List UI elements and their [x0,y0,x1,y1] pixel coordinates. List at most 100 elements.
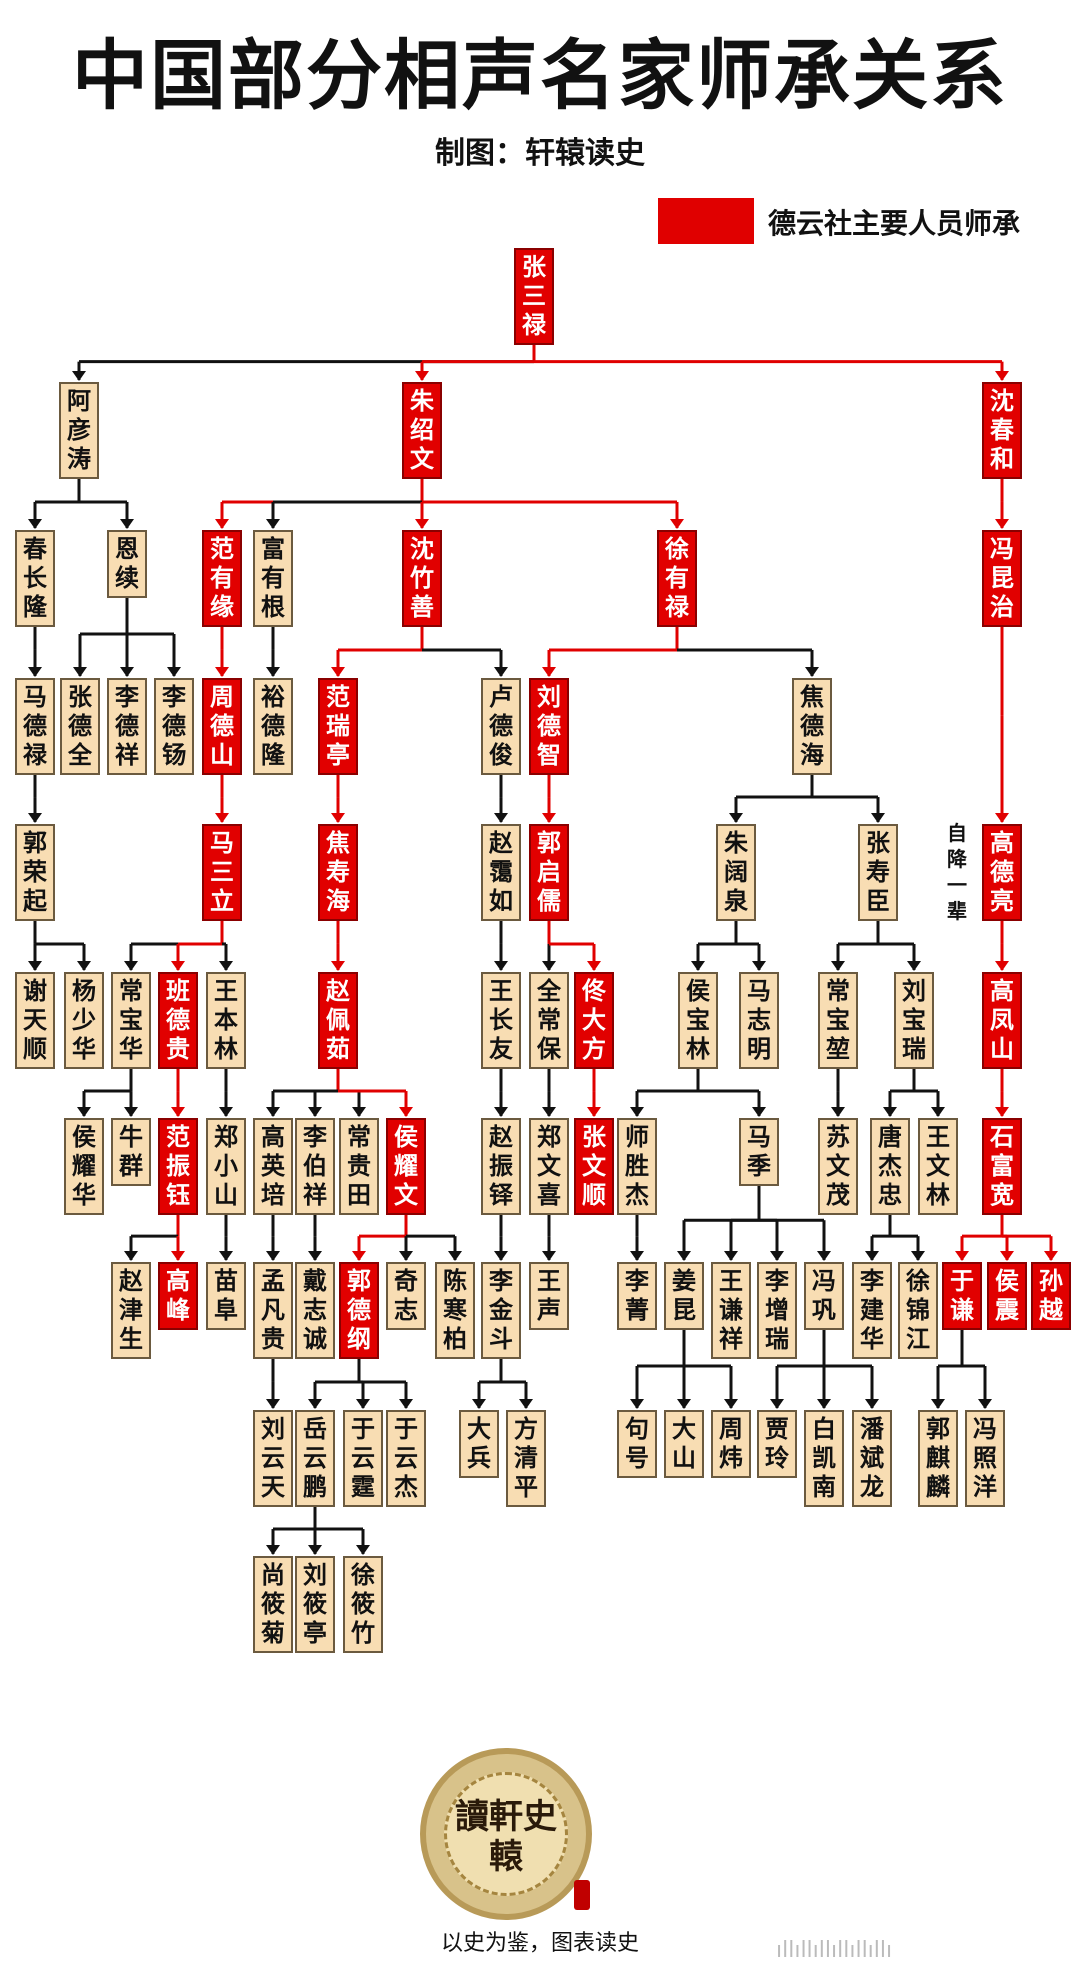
node-sunyue: 孙越 [1031,1262,1071,1330]
node-jiaodehai: 焦德海 [792,678,832,775]
arrowhead [399,1107,413,1117]
arrowhead [817,1251,831,1261]
node-zhengwenxi: 郑文喜 [529,1118,569,1215]
arrowhead [171,1251,185,1261]
node-mengfangui: 孟凡贵 [253,1262,293,1359]
node-label: 冯照洋 [973,1415,997,1501]
node-label: 李增瑞 [765,1267,789,1353]
arrowhead [724,1399,738,1409]
node-label: 周炜 [719,1415,743,1472]
arrowhead [871,813,885,823]
arrowhead [770,1399,784,1409]
node-label: 王文林 [926,1123,950,1209]
node-guoqilin: 郭麒麟 [918,1410,958,1507]
arrowhead [124,1251,138,1261]
node-label: 佟大方 [582,977,606,1063]
node-label: 王本林 [214,977,238,1063]
arrowhead [448,1251,462,1261]
node-label: 孟凡贵 [261,1267,285,1353]
node-niuqun: 牛群 [111,1118,151,1186]
node-label: 刘宝瑞 [902,977,926,1063]
node-label: 冯巩 [812,1267,836,1324]
node-liudezhi: 刘德智 [529,678,569,775]
node-wangqianxiang: 王谦祥 [711,1262,751,1359]
node-lizengrui: 李增瑞 [757,1262,797,1359]
chart-subtitle: 制图：轩辕读史 [435,136,645,171]
node-yuyunting: 于云霆 [343,1410,383,1507]
arrowhead [77,961,91,971]
arrowhead [356,1545,370,1555]
arrowhead [171,1107,185,1117]
node-label: 大兵 [467,1415,491,1472]
arrowhead [587,1107,601,1117]
node-label: 刘筱亭 [303,1561,327,1647]
node-wangchangyou: 王长友 [481,972,521,1069]
arrowhead [865,1251,879,1261]
arrowhead [215,813,229,823]
arrowhead [399,1251,413,1261]
node-fangqingping: 方清平 [506,1410,546,1507]
node-zhangshouchen: 张寿臣 [858,824,898,921]
node-label: 张寿臣 [866,829,890,915]
node-dabing: 大兵 [459,1410,499,1478]
node-houyaowen: 侯耀文 [386,1118,426,1215]
slogan: 以史为鉴，图表读史 [440,1931,639,1956]
arrowhead [28,667,42,677]
node-label: 潘斌龙 [860,1415,884,1501]
node-label: 高德亮 [990,829,1014,915]
node-label: 高峰 [166,1267,190,1324]
arrowhead [356,1399,370,1409]
node-wangsheng: 王声 [529,1262,569,1330]
node-label: 赵霭如 [489,829,513,915]
node-fanzhenyu: 范振钰 [158,1118,198,1215]
node-gaodeliang: 高德亮 [982,824,1022,921]
node-changbaokun: 常宝堃 [818,972,858,1069]
node-label: 朱阔泉 [724,829,748,915]
node-label: 高凤山 [990,977,1014,1063]
node-jiangkun: 姜昆 [664,1262,704,1330]
arrowhead [995,371,1009,381]
node-label: 张三禄 [522,253,546,339]
node-zhaoairu: 赵霭如 [481,824,521,921]
node-yuqian: 于谦 [942,1262,982,1330]
watermark-bars: ıllıllıllıllıllıllı [776,1938,893,1963]
node-houbaolin: 侯宝林 [678,972,718,1069]
node-wangbenlin: 王本林 [206,972,246,1069]
node-jialing: 贾玲 [757,1410,797,1478]
node-guoqiru: 郭启儒 [529,824,569,921]
arrowhead [542,1107,556,1117]
node-quanchangbao: 全常保 [529,972,569,1069]
node-enxu: 恩续 [107,530,147,598]
arrowhead [542,1251,556,1261]
node-label: 李伯祥 [303,1123,327,1209]
arrowhead [831,961,845,971]
node-lidexiang: 李德祥 [107,678,147,775]
node-shangxiaoju: 尚筱菊 [253,1556,293,1653]
node-wangwenlin: 王文林 [918,1118,958,1215]
node-zhushaowen: 朱绍文 [402,382,442,479]
arrowhead [831,1107,845,1117]
arrowhead [415,519,429,529]
node-label: 朱绍文 [410,387,434,473]
arrowhead [805,667,819,677]
node-zhangwenshun: 张文顺 [574,1118,614,1215]
arrowhead [494,667,508,677]
arrowhead [266,1399,280,1409]
arrowhead [266,1545,280,1555]
node-shifukuan: 石富宽 [982,1118,1022,1215]
arrowhead [266,1251,280,1261]
node-label: 高英培 [261,1123,285,1209]
node-label: 侯耀华 [72,1123,96,1209]
node-label: 范瑞亭 [326,683,350,769]
node-label: 方清平 [514,1415,538,1501]
node-label: 师胜杰 [625,1123,649,1209]
node-label: 苗阜 [214,1267,238,1324]
arrowhead [415,371,429,381]
node-label: 大山 [672,1415,696,1472]
node-label: 戴志诚 [303,1267,327,1353]
node-fanruiting: 范瑞亭 [318,678,358,775]
arrowhead [215,667,229,677]
node-label: 郭荣起 [23,829,47,915]
node-label: 石富宽 [990,1123,1014,1209]
node-label: 尚筱菊 [261,1561,285,1647]
